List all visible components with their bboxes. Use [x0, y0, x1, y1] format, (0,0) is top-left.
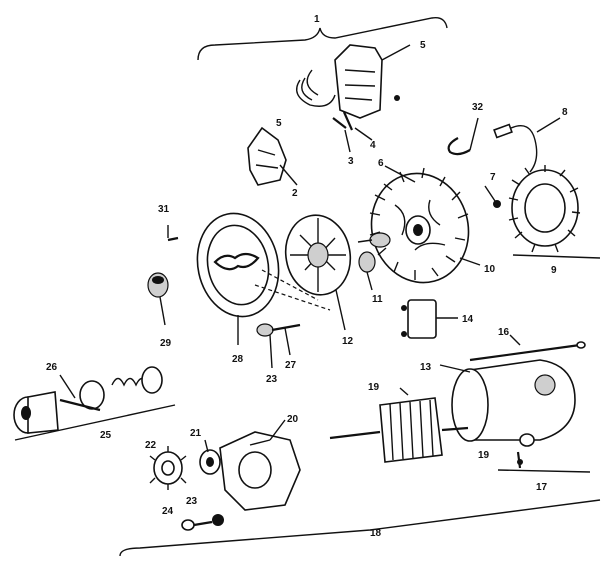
label-17: 17: [536, 482, 548, 493]
label-1: 1: [314, 14, 320, 25]
label-20: 20: [287, 414, 299, 425]
label-14: 14: [462, 314, 474, 325]
part-pinion: [199, 439, 221, 475]
part-long-bolt: [469, 334, 586, 362]
part-armature: [329, 387, 469, 463]
part-screws-3-4: [332, 111, 373, 153]
part-cover-plate: [196, 212, 280, 345]
label-3: 3: [348, 156, 354, 167]
label-16: 16: [498, 327, 510, 338]
label-19: 19: [478, 450, 490, 461]
label-27: 27: [285, 360, 297, 371]
part-ignition-module: [296, 44, 411, 119]
label-5: 5: [420, 40, 426, 51]
label-9-small: 5: [276, 118, 282, 129]
part-drive-assembly: [13, 366, 176, 441]
bracket-18: [119, 499, 601, 557]
label-30: 28: [232, 354, 244, 365]
label-23-bottom: 23: [186, 496, 198, 507]
part-screw-19: [516, 451, 523, 469]
label-26: 26: [46, 362, 58, 373]
part-clip: [447, 117, 479, 156]
label-4: 4: [370, 140, 376, 151]
label-21: 21: [190, 428, 202, 439]
part-pin-31: [167, 225, 179, 242]
part-end-cap: [219, 419, 301, 511]
part-terminal-block: [401, 299, 458, 339]
label-13: 13: [420, 362, 432, 373]
bracket-1: [197, 17, 448, 61]
label-10: 10: [484, 264, 496, 275]
part-nut-11: [358, 251, 376, 291]
label-25: 25: [100, 430, 112, 441]
label-11: 11: [372, 294, 383, 305]
part-bolt-24: [181, 514, 224, 531]
label-15: 19: [368, 382, 380, 393]
assembly-line-2: [261, 269, 319, 301]
label-18: 18: [370, 528, 382, 539]
label-32: 32: [472, 102, 484, 113]
label-8: 8: [562, 107, 568, 118]
label-31: 31: [158, 204, 170, 215]
part-stator: [508, 165, 601, 259]
label-22: 22: [145, 440, 157, 451]
label-2: 2: [292, 188, 298, 199]
part-screw-7: [484, 185, 501, 208]
label-6: 6: [378, 158, 384, 169]
part-bracket: [247, 126, 298, 186]
label-24: 24: [162, 506, 174, 517]
label-29: 29: [160, 338, 172, 349]
assembly-line-1: [254, 284, 331, 311]
part-wire-lead: [493, 117, 561, 173]
part-gear: [149, 446, 187, 490]
label-23-top: 23: [266, 374, 278, 385]
label-9: 9: [551, 265, 557, 276]
part-starter-housing: [439, 359, 591, 473]
part-flywheel: [357, 165, 481, 284]
part-screw-27: [256, 323, 301, 369]
part-bushing: [147, 272, 169, 326]
label-7: 7: [490, 172, 496, 183]
label-12: 12: [342, 336, 354, 347]
part-fan: [284, 214, 352, 331]
